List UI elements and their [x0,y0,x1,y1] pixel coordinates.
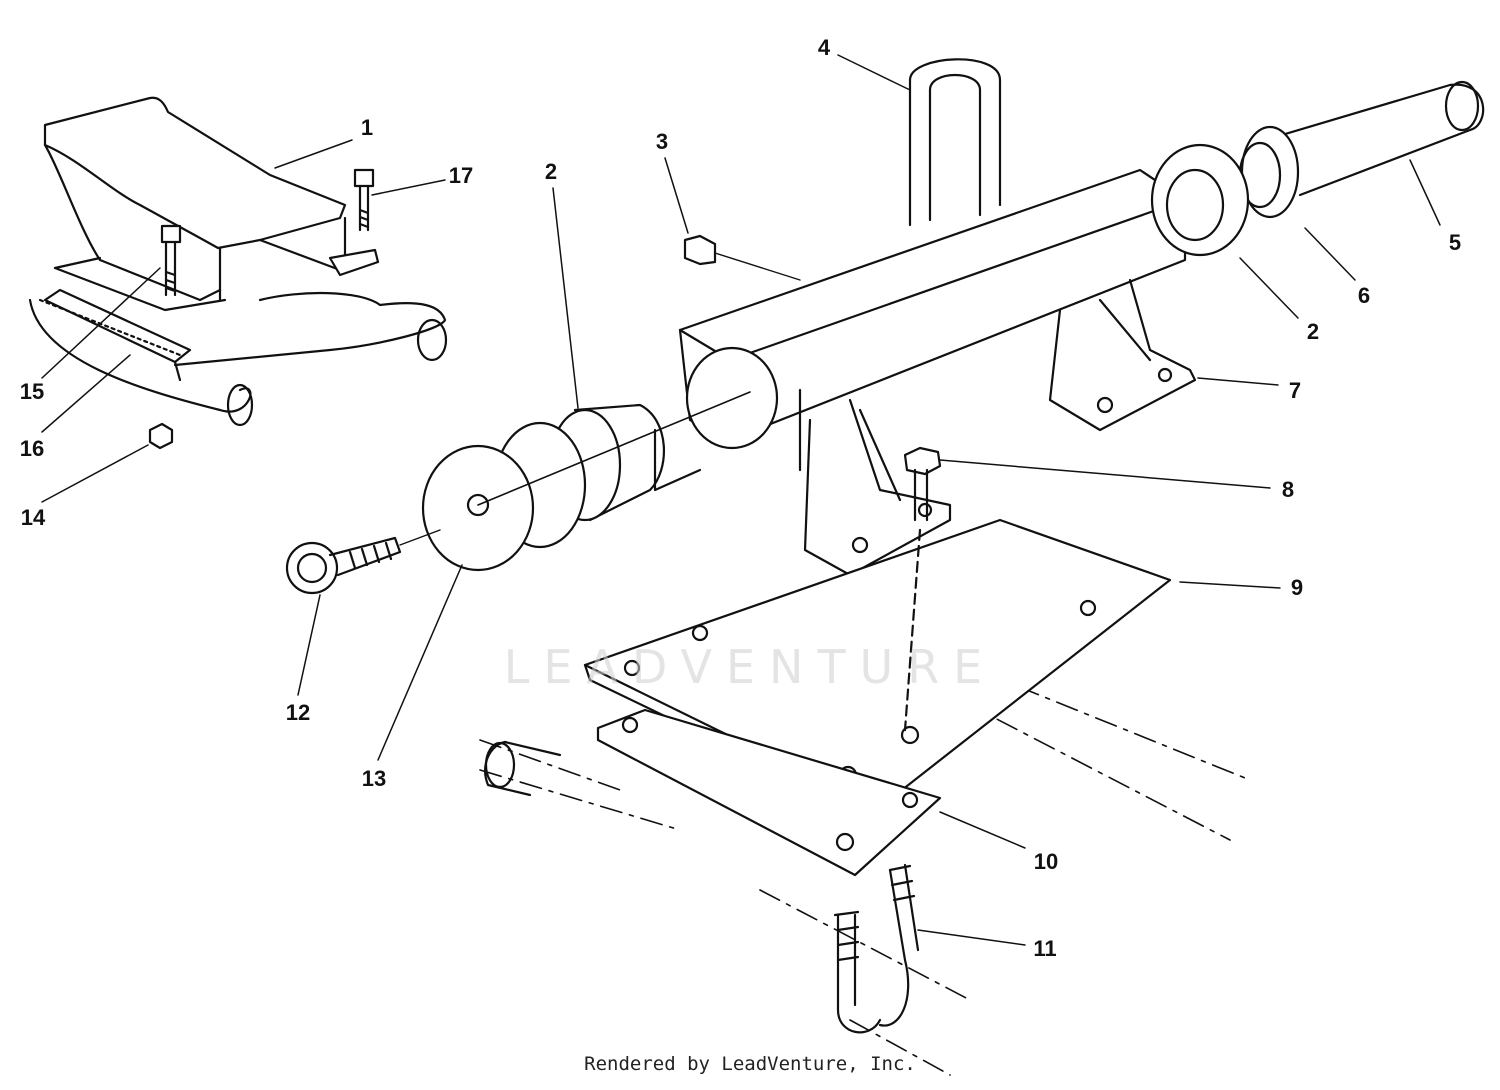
pedal-mount-plate [28,288,448,427]
grease-fitting [683,234,801,281]
leader-lines [41,54,1441,946]
callout-3: 3 [655,129,669,154]
bolt-17 [353,168,375,232]
callout-1: 1 [360,115,374,140]
callout-16: 16 [19,436,45,461]
callout-7: 7 [1288,378,1302,403]
foot-pedal [43,96,380,312]
nut-8 [903,446,942,732]
pivot-housing [678,168,1197,577]
watermark: LEADVENTURE [503,640,997,694]
callout-2-front: 2 [544,159,558,184]
callout-10: 10 [1033,849,1059,874]
callout-17: 17 [448,163,474,188]
callout-12: 12 [285,700,311,725]
pivot-shaft [1150,80,1485,257]
callout-9: 9 [1290,575,1304,600]
callout-6: 6 [1357,283,1371,308]
frame-tube-bottom [484,740,562,797]
callout-13: 13 [361,766,387,791]
front-bushing [421,391,751,572]
nut-14 [148,422,174,450]
bolt-15 [160,224,182,297]
render-credit: Rendered by LeadVenture, Inc. [584,1053,916,1075]
callout-15: 15 [19,379,45,404]
bolt-12 [285,529,441,595]
callout-14: 14 [20,505,46,530]
callout-11: 11 [1033,936,1057,961]
callout-2-rear: 2 [1306,319,1320,344]
u-bolt [833,863,920,1034]
callout-4: 4 [817,35,831,60]
callout-8: 8 [1281,477,1295,502]
callout-5: 5 [1448,230,1462,255]
handle-4 [908,58,1002,227]
mount-plate-10 [596,708,942,877]
